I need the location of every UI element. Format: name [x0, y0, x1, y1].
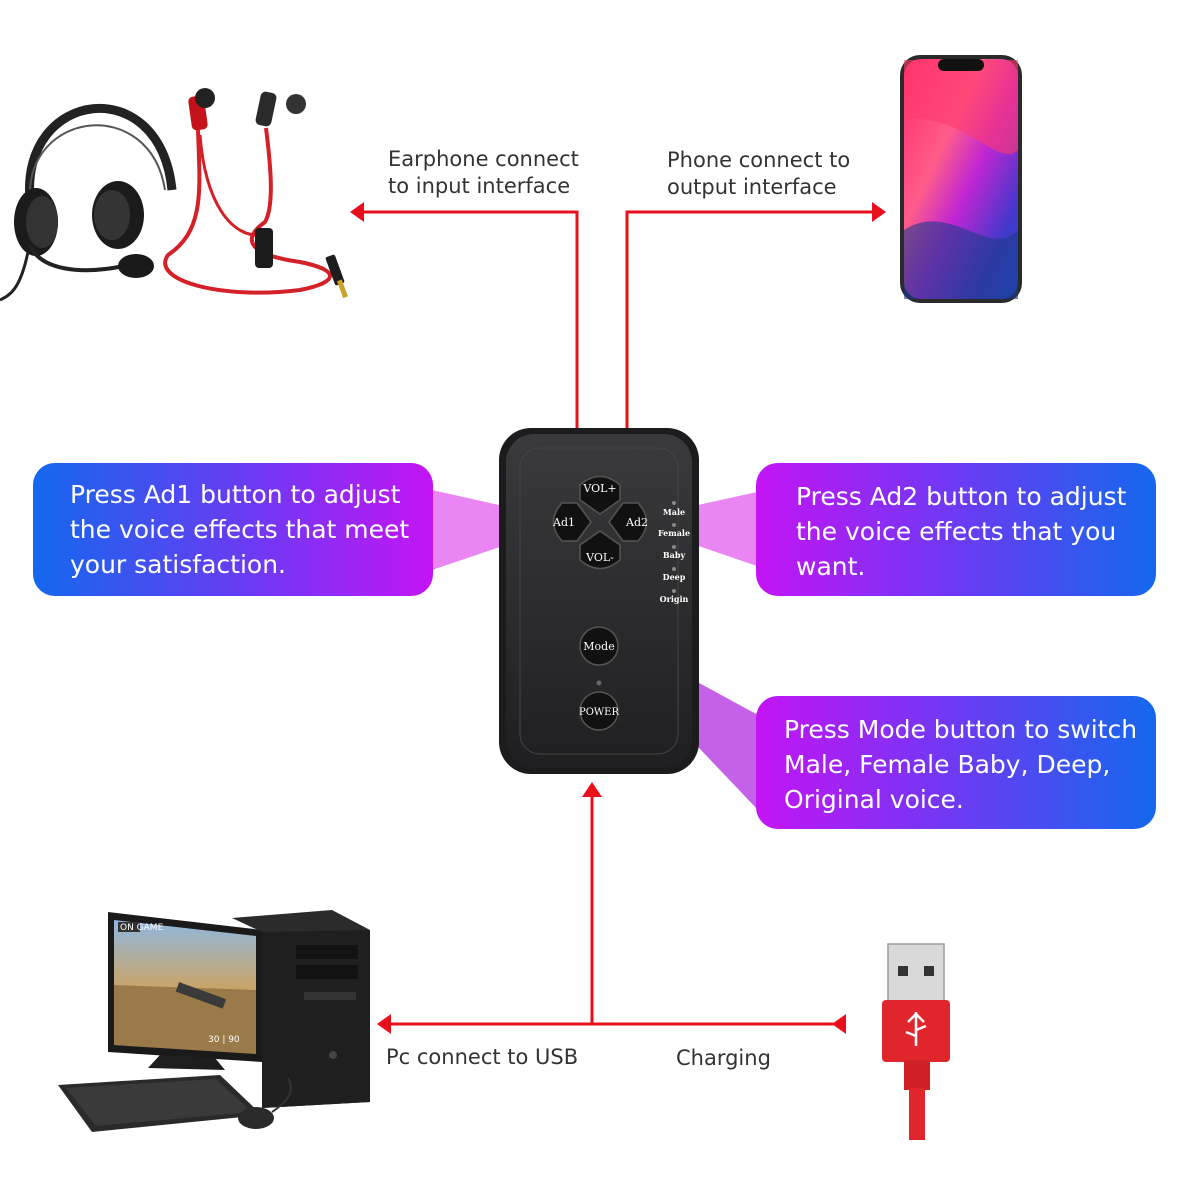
svg-text:Original voice.: Original voice. — [784, 785, 964, 814]
game-ammo-text: 30 | 90 — [208, 1035, 240, 1045]
svg-text:Press Ad2 button to adjust: Press Ad2 button to adjust — [796, 482, 1127, 511]
ad2-button[interactable]: Ad2 — [608, 502, 648, 542]
phone-arrow-line — [625, 210, 874, 428]
ad2-callout-line1: Press Ad2 button to adjust — [796, 482, 1127, 511]
ad1-button[interactable]: Ad1 — [552, 502, 592, 542]
led-female-label: Female — [658, 528, 690, 538]
charging-arrowhead — [832, 1014, 846, 1034]
voice-changer-device: VOL+ VOL- Ad1 Ad2 Male Female Baby Deep … — [499, 428, 699, 774]
power-button[interactable]: POWER — [579, 691, 620, 731]
earphone-arrow-line — [362, 210, 579, 428]
svg-text:Press Mode button to switch: Press Mode button to switch — [784, 715, 1137, 744]
status-led — [596, 680, 602, 686]
phone-arrowhead — [872, 202, 886, 222]
headset-earphones-image — [0, 88, 348, 302]
phone-connect-label-line2: output interface — [667, 175, 837, 199]
ad1-callout-line1: Press Ad1 button to adjust — [70, 480, 401, 509]
mode-label: Mode — [583, 640, 614, 653]
led-deep-label: Deep — [663, 572, 686, 582]
earphone-connect-label: Earphone connect — [388, 147, 579, 171]
ad2-label: Ad2 — [625, 516, 648, 529]
svg-text:Press Ad1 button to adjust: Press Ad1 button to adjust — [70, 480, 401, 509]
ad1-callout-line3: your satisfaction. — [70, 550, 286, 579]
ad2-callout: Press Ad2 button to adjust the voice eff… — [756, 463, 1156, 596]
vol-plus-button[interactable]: VOL+ — [579, 475, 621, 515]
svg-text:your satisfaction.: your satisfaction. — [70, 550, 286, 579]
charging-label: Charging — [676, 1046, 771, 1070]
ad1-callout-line2: the voice effects that meet — [70, 515, 409, 544]
ad1-callout: Press Ad1 button to adjust the voice eff… — [33, 463, 433, 596]
vol-minus-label: VOL- — [585, 551, 614, 564]
pc-connect-label: Pc connect to USB — [386, 1045, 578, 1069]
mode-button[interactable]: Mode — [579, 626, 619, 666]
led-baby-label: Baby — [663, 550, 686, 560]
mode-callout-line2: Male, Female Baby, Deep, — [784, 750, 1110, 779]
ad2-callout-line2: the voice effects that you — [796, 517, 1116, 546]
usb-cable-image — [882, 943, 950, 1140]
led-indicators: Male Female Baby Deep Origin — [658, 501, 690, 604]
svg-text:want.: want. — [796, 552, 865, 581]
led-origin-label: Origin — [660, 594, 689, 604]
mode-callout: Press Mode button to switch Male, Female… — [756, 696, 1156, 829]
connection-arrows — [362, 210, 874, 1026]
phone-connect-label: Phone connect to — [667, 148, 850, 172]
ad1-label: Ad1 — [552, 516, 575, 529]
smartphone-image — [900, 55, 1022, 303]
desktop-pc-image: ON GAME 30 | 90 — [58, 910, 370, 1132]
mode-callout-line3: Original voice. — [784, 785, 964, 814]
svg-text:Male, Female Baby, Deep,: Male, Female Baby, Deep, — [784, 750, 1110, 779]
power-label: POWER — [579, 707, 620, 718]
ad1-beam — [432, 490, 556, 570]
ad2-callout-line3: want. — [796, 552, 865, 581]
earphone-connect-label-line2: to input interface — [388, 174, 570, 198]
svg-text:the voice effects that you: the voice effects that you — [796, 517, 1116, 546]
earphone-arrowhead — [350, 202, 364, 222]
svg-text:the voice effects that meet: the voice effects that meet — [70, 515, 409, 544]
vol-plus-label: VOL+ — [582, 482, 616, 495]
usb-arrowhead — [582, 782, 602, 797]
mode-callout-line1: Press Mode button to switch — [784, 715, 1137, 744]
game-hud-text: ON GAME — [120, 923, 164, 933]
pc-arrowhead — [377, 1014, 391, 1034]
led-male-label: Male — [663, 507, 685, 517]
vol-minus-button[interactable]: VOL- — [579, 530, 621, 570]
